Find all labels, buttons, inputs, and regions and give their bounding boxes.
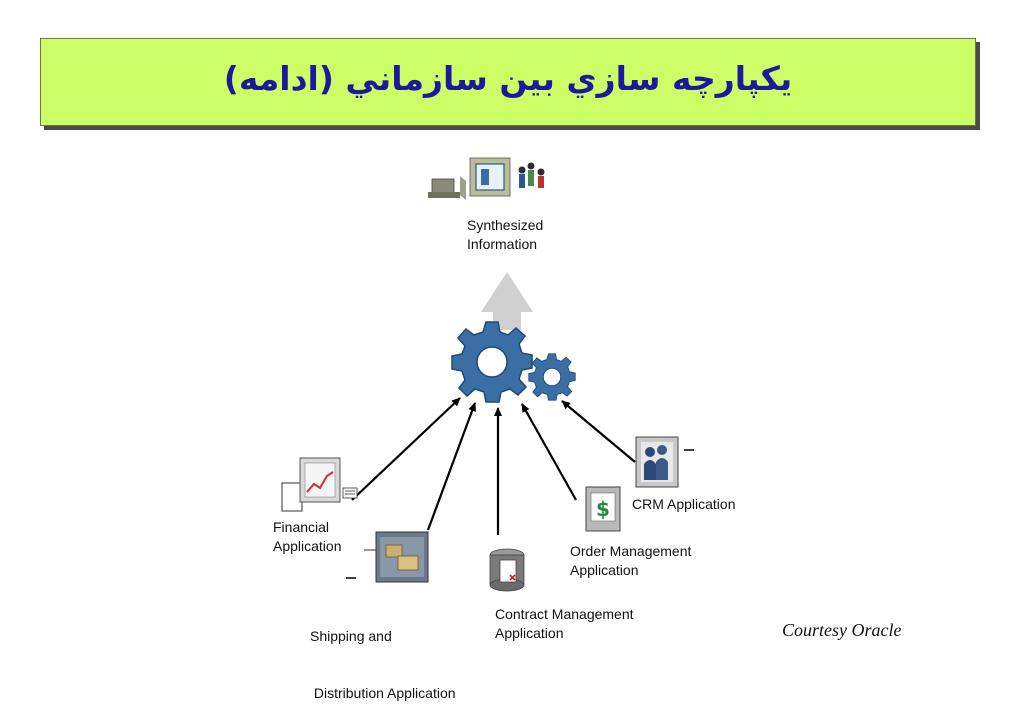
order-management-icon: $ bbox=[585, 486, 621, 532]
financial-application-icon bbox=[281, 457, 358, 512]
contract-label-line1: Contract Management bbox=[495, 606, 634, 622]
shipping-label-line2: Distribution Application bbox=[310, 685, 456, 701]
financial-label: Financial Application bbox=[273, 518, 342, 556]
arrow-shipping bbox=[426, 402, 477, 531]
financial-label-line1: Financial bbox=[273, 519, 330, 535]
order-label-line1: Order Management bbox=[570, 543, 692, 559]
slide-title: يكپارچه سازي بين سازماني (ادامه) bbox=[223, 59, 793, 98]
shipping-distribution-icon bbox=[346, 531, 429, 583]
up-arrow bbox=[481, 272, 533, 330]
courtesy-note: Courtesy Oracle bbox=[782, 620, 902, 640]
financial-label-line2: Application bbox=[273, 538, 342, 554]
connector-arrows bbox=[351, 397, 636, 535]
crm-application-icon bbox=[635, 436, 694, 488]
synthesized-label-line2: Information bbox=[467, 236, 538, 252]
contract-management-icon bbox=[489, 548, 525, 592]
order-label-line2: Application bbox=[570, 562, 639, 578]
synthesized-label: Synthesized Information bbox=[467, 216, 543, 254]
arrow-crm bbox=[561, 400, 636, 463]
title-banner: يكپارچه سازي بين سازماني (ادامه) bbox=[40, 38, 976, 126]
crm-label: CRM Application bbox=[632, 495, 736, 514]
svg-text:$: $ bbox=[596, 497, 610, 521]
shipping-label-line1: Shipping and bbox=[310, 628, 392, 644]
contract-label-line2: Application bbox=[495, 625, 564, 641]
shipping-label: Shipping and Distribution Application bbox=[310, 589, 456, 722]
order-label: Order Management Application bbox=[570, 542, 691, 580]
arrow-order bbox=[521, 403, 577, 501]
crm-label-line1: CRM Application bbox=[632, 496, 736, 512]
arrow-financial bbox=[351, 397, 461, 501]
integration-gears-icon bbox=[451, 321, 576, 403]
synthesized-label-line1: Synthesized bbox=[467, 217, 544, 233]
synthesized-information-icon bbox=[428, 157, 545, 200]
contract-label: Contract Management Application bbox=[495, 605, 634, 643]
